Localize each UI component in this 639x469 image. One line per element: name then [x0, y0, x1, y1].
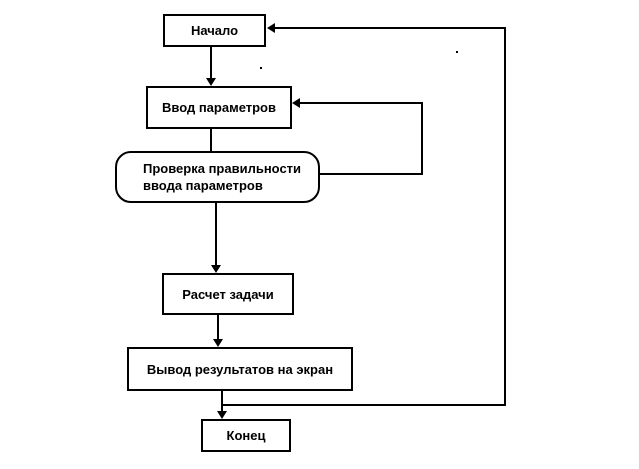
arrowhead-output-to-start — [267, 23, 275, 33]
arrowhead-output-to-end — [217, 411, 227, 419]
node-start-label: Начало — [190, 23, 239, 38]
arrowhead-start-to-input — [206, 78, 216, 86]
stray-dot — [260, 67, 262, 69]
stray-dot — [456, 51, 458, 53]
node-check: Проверка правильности ввода параметров — [115, 151, 320, 203]
arrowhead-check-to-compute — [211, 265, 221, 273]
node-output-label: Вывод результатов на экран — [146, 361, 334, 377]
node-end-label: Конец — [226, 428, 266, 443]
node-check-label: Проверка правильности ввода параметров — [143, 161, 302, 193]
node-input-label: Ввод параметров — [161, 100, 276, 115]
node-output: Вывод результатов на экран — [127, 347, 353, 391]
node-compute-label: Расчет задачи — [182, 286, 274, 302]
edge-output-to-start — [222, 27, 506, 406]
node-start: Начало — [163, 14, 266, 47]
arrowhead-compute-to-output — [213, 339, 223, 347]
node-input: Ввод параметров — [146, 86, 292, 129]
node-compute: Расчет задачи — [162, 273, 294, 315]
arrowhead-check-to-input — [292, 98, 300, 108]
edge-check-to-input — [300, 102, 423, 175]
node-end: Конец — [201, 419, 291, 452]
